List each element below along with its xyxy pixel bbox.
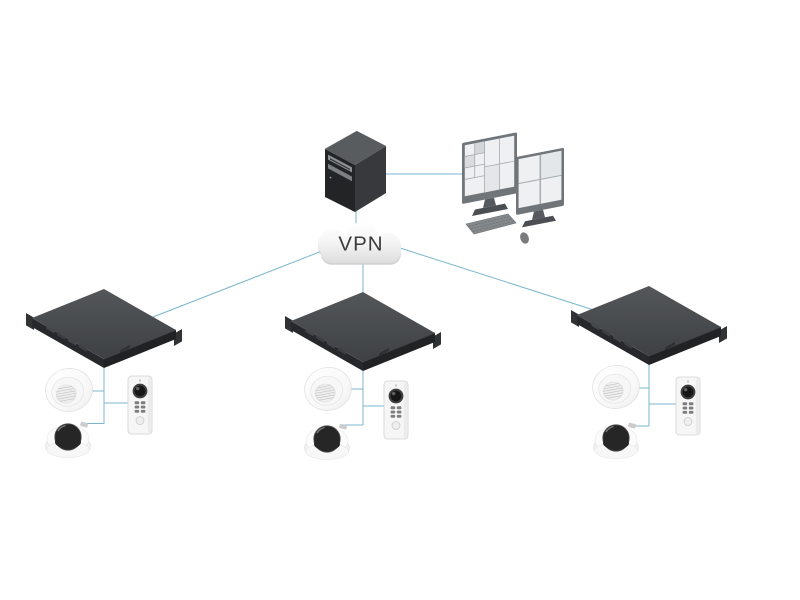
vpn-cloud: VPN: [318, 222, 401, 265]
dome-camera-icon: [44, 420, 92, 459]
door-station-icon: [383, 380, 409, 440]
link-vpn-site3: [399, 247, 601, 313]
management-server-icon: [324, 130, 386, 212]
monitor-left: [462, 132, 517, 217]
rack-server-icon: [25, 288, 183, 369]
rack-server-icon: [284, 291, 442, 372]
door-station-icon: [675, 376, 701, 436]
vpn-label: VPN: [338, 233, 383, 256]
door-station-icon: [127, 375, 153, 435]
rack-server-icon: [570, 285, 728, 366]
link-vpn-site1: [152, 250, 323, 318]
monitor-right: [516, 147, 564, 228]
ceiling-speaker-icon: [588, 361, 644, 413]
dome-camera-icon: [592, 421, 640, 460]
dome-camera-icon: [303, 422, 351, 461]
ceiling-speaker-icon: [300, 363, 356, 415]
connection-lines: [85, 173, 680, 427]
keyboard-icon: [465, 213, 517, 235]
ceiling-speaker-icon: [41, 364, 97, 416]
workstation-monitors-icon: [462, 132, 564, 244]
mouse-icon: [520, 232, 529, 244]
